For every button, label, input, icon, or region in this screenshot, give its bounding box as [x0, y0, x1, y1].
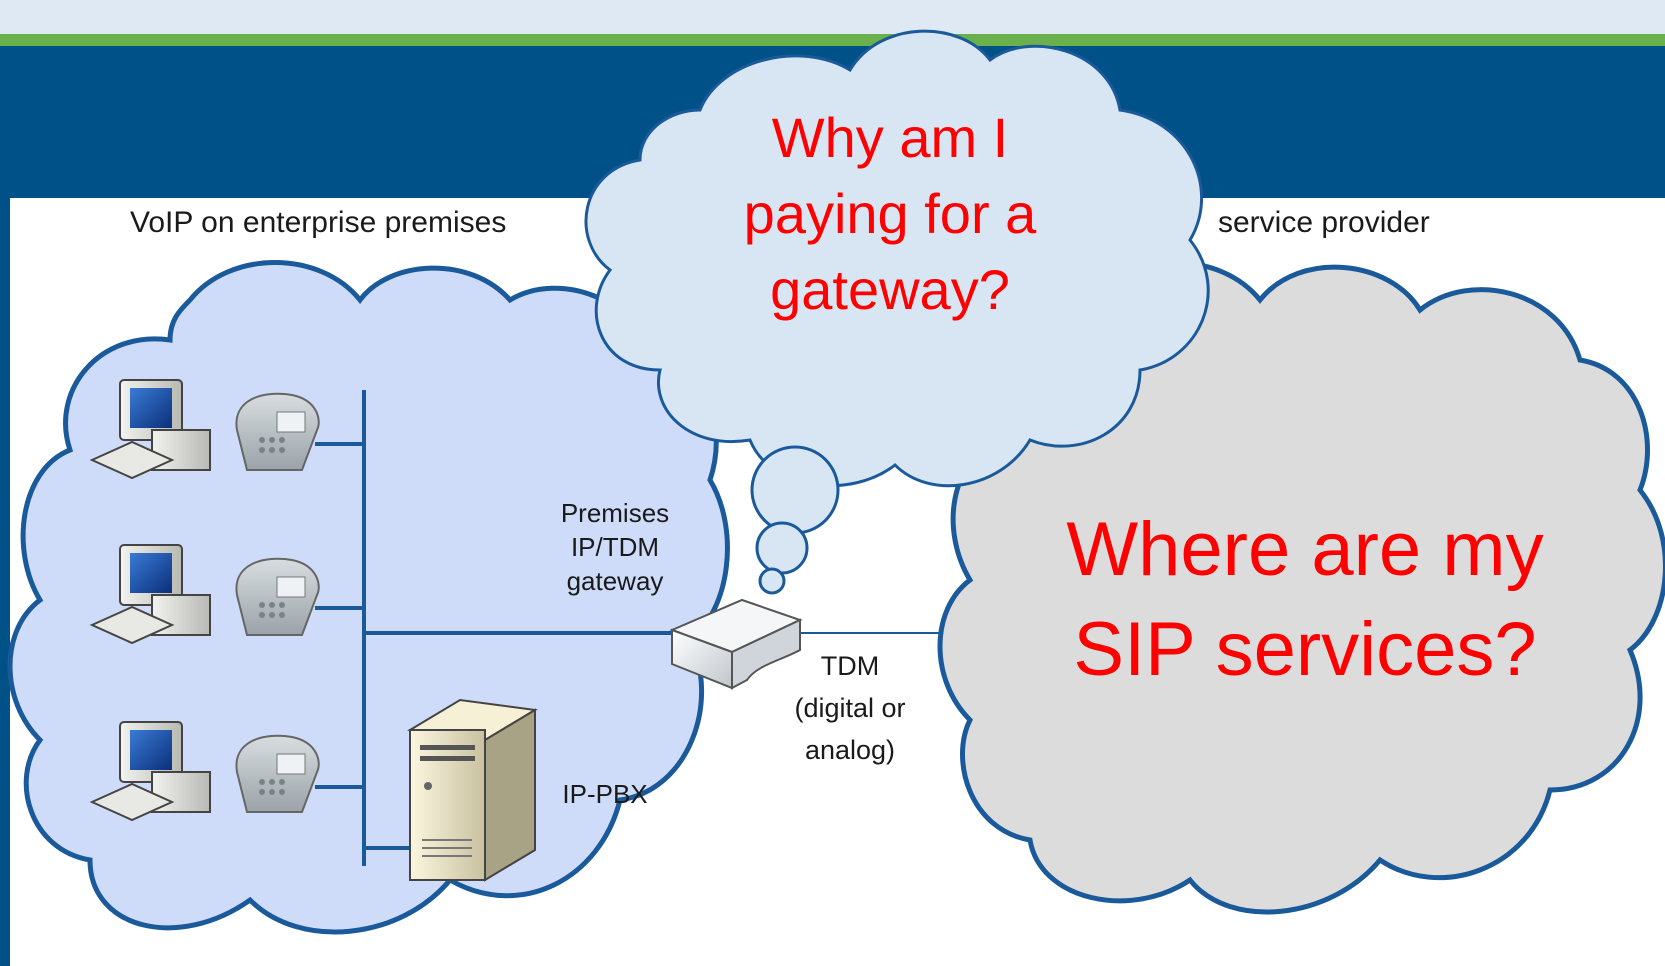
provider-line-1: Where are my	[1066, 507, 1544, 592]
phone-icon	[235, 734, 320, 813]
enterprise-header: VoIP on enterprise premises	[130, 206, 507, 239]
phone-icon	[235, 557, 320, 636]
thought-dot-large	[750, 445, 840, 535]
phone-icon	[235, 392, 320, 471]
tdm-label-line-2: (digital or	[794, 693, 906, 723]
gateway-label-line-2: IP/TDM	[570, 532, 660, 562]
gateway-label-line-3: gateway	[566, 566, 664, 596]
gateway-device-icon	[669, 598, 803, 690]
gateway-label-line-1: Premises	[560, 498, 670, 528]
computer-icon	[89, 721, 211, 822]
computer-icon	[89, 544, 211, 645]
thought-line-3: gateway?	[770, 258, 1010, 321]
thought-dot-medium	[755, 521, 809, 575]
tdm-label-line-1: TDM	[820, 651, 880, 681]
left-frame-edge	[0, 198, 10, 966]
provider-callout-text: Where are my SIP services?	[1010, 500, 1600, 700]
server-icon	[407, 698, 538, 882]
workstation-row-3	[89, 721, 320, 822]
computer-icon	[89, 379, 211, 480]
provider-line-2: SIP services?	[1073, 607, 1537, 692]
thought-line-1: Why am I	[771, 106, 1009, 169]
gateway-label: Premises IP/TDM gateway	[540, 496, 690, 598]
top-strip	[0, 0, 1665, 34]
provider-header: service provider	[1218, 206, 1430, 239]
tdm-label: TDM (digital or analog)	[765, 645, 935, 771]
workstation-row-1	[89, 379, 320, 480]
tdm-label-line-3: analog)	[804, 735, 896, 765]
thought-callout-text: Why am I paying for a gateway?	[680, 100, 1100, 328]
pbx-label: IP-PBX	[562, 779, 648, 809]
green-rule	[0, 34, 1665, 46]
thought-bubble	[584, 29, 1210, 595]
thought-line-2: paying for a	[743, 182, 1037, 245]
network-lines	[315, 390, 940, 866]
workstation-row-2	[89, 544, 320, 645]
provider-cloud	[937, 260, 1665, 915]
thought-dot-small	[758, 567, 786, 595]
